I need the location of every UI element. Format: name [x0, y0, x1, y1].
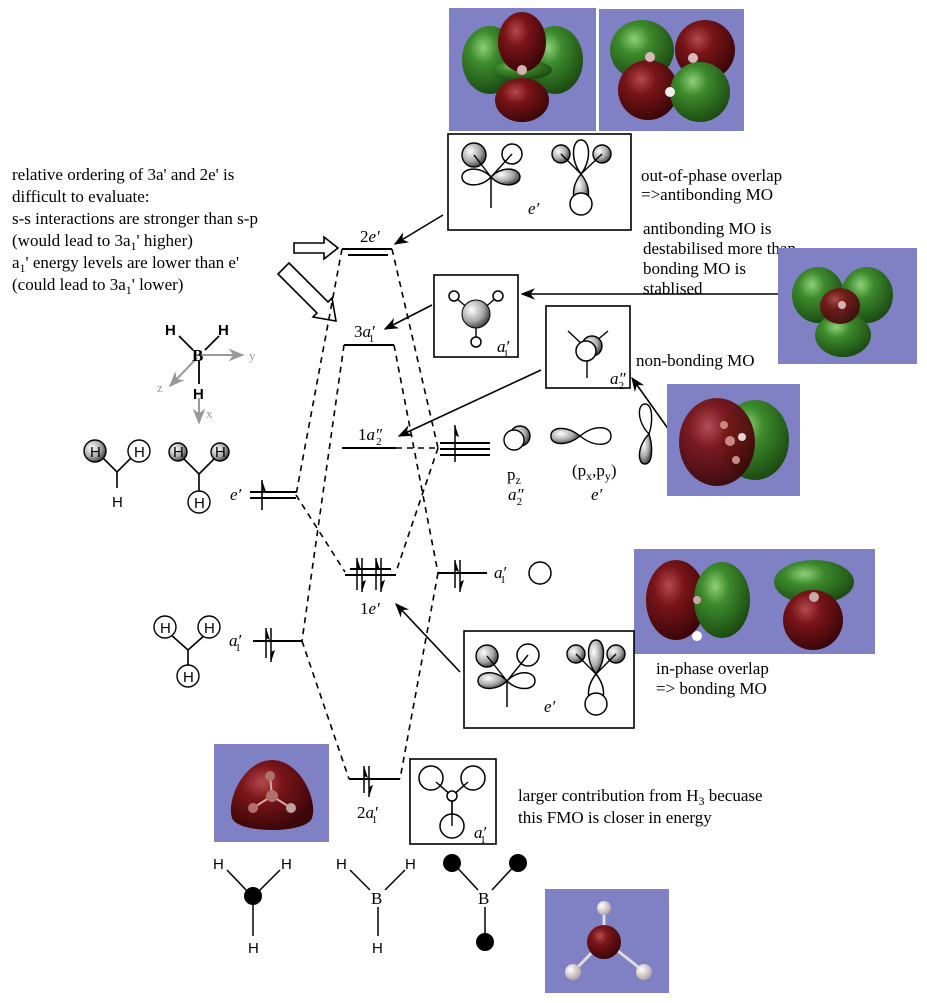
- in-phase-note: => bonding MO: [656, 679, 767, 698]
- b-s-orbital: [528, 561, 552, 585]
- pz-label: pz: [507, 465, 521, 487]
- fragment-b-orbitals: B: [443, 854, 527, 951]
- larger-contribution-note: this FMO is closer in energy: [518, 808, 712, 827]
- fragment-h3: H H H: [213, 856, 292, 957]
- atom-h: H: [90, 444, 101, 461]
- atom-h: H: [248, 940, 259, 957]
- b-pz-orbital: [503, 425, 531, 451]
- fmo-sym-label: e′: [528, 199, 540, 218]
- mo-render-3a1: [778, 248, 917, 364]
- axis-label-z: z: [157, 380, 163, 395]
- h3-a1-level: [253, 628, 302, 662]
- mo-render-a2: [667, 384, 800, 496]
- arrow-to-1e: [395, 602, 461, 673]
- arrow-to-2e: [393, 214, 444, 245]
- atom-h: H: [112, 494, 123, 511]
- atom-h: H: [405, 856, 416, 873]
- in-phase-note: in-phase overlap: [656, 659, 769, 678]
- b-px-orbital: [550, 427, 612, 445]
- out-of-phase-note: out-of-phase overlap: [641, 166, 782, 185]
- note-line: stablised: [643, 279, 703, 298]
- mo-render-2a1: [214, 744, 329, 842]
- note-line: a1' energy levels are lower than e': [12, 253, 239, 275]
- atom-h: H: [173, 444, 184, 461]
- mo-label-2e: 2e′: [360, 227, 380, 246]
- atom-h: H: [165, 322, 176, 339]
- atom-h: H: [204, 620, 215, 637]
- axis-label-x: x: [206, 406, 213, 421]
- axis-system: y z x H H B H: [157, 322, 256, 425]
- fmo-sym-label: a″2: [610, 369, 627, 392]
- mo-label-1e: 1e′: [360, 599, 380, 618]
- note-line: relative ordering of 3a' and 2e' is: [12, 165, 234, 184]
- fmo-box-a2: a″2: [545, 305, 631, 392]
- fragment-bh3: B H H H: [336, 856, 416, 957]
- note-line: difficult to evaluate:: [12, 187, 150, 206]
- atom-b: B: [478, 889, 489, 908]
- hollow-arrow-to-3a1: [276, 261, 337, 322]
- atom-b: B: [371, 889, 382, 908]
- fmo-box-a1-antibonding: a′1: [433, 274, 519, 360]
- atom-h: H: [194, 495, 205, 512]
- mo-render-2e-a: [449, 8, 596, 131]
- fmo-sym-label: a′1: [474, 823, 487, 846]
- mo-render-2e-b: [599, 9, 744, 131]
- atom-h: H: [213, 856, 224, 873]
- mo-render-1e: [634, 549, 875, 654]
- note-line: antibonding MO is: [643, 219, 771, 238]
- larger-contribution-note: larger contribution from H3 becuase: [518, 786, 763, 808]
- mo-level-2a1: [349, 766, 400, 797]
- arrow-to-1a2: [397, 369, 542, 437]
- mo-level-2e: [342, 248, 392, 256]
- atom-h: H: [336, 856, 347, 873]
- fmo-box-a1-bonding: a′1: [409, 758, 497, 846]
- atom-h: H: [372, 940, 383, 957]
- note-line: (could lead to 3a1' lower): [12, 275, 183, 297]
- mo-label-2a1: 2a′1: [357, 803, 378, 826]
- atom-h: H: [215, 444, 226, 461]
- note-line: destabilised more than: [643, 239, 796, 258]
- fmo-sym-label: a′1: [497, 337, 510, 360]
- antibonding-note: antibonding MO is destabilised more than…: [643, 219, 796, 298]
- atom-b: B: [192, 346, 203, 365]
- correlation-lines: [295, 248, 439, 780]
- h3-e-orbital-a: H H H: [83, 439, 151, 511]
- out-of-phase-note: =>antibonding MO: [641, 185, 773, 204]
- non-bonding-note: non-bonding MO: [636, 351, 755, 370]
- arrow-from-a2-render: [631, 376, 670, 431]
- ordering-note: relative ordering of 3a' and 2e' is diff…: [12, 165, 258, 297]
- axis-label-y: y: [249, 348, 256, 363]
- atom-h: H: [160, 620, 171, 637]
- b-s-level: [438, 560, 487, 592]
- atom-h: H: [134, 444, 145, 461]
- hollow-arrow-to-2e: [293, 235, 340, 261]
- h3-e-orbital-b: H H H: [168, 442, 230, 514]
- h3-a1-orbital: H H H: [153, 615, 221, 688]
- atom-h: H: [281, 856, 292, 873]
- pxpy-sym-label: e′: [591, 485, 603, 504]
- atom-h: H: [183, 669, 194, 686]
- note-line: s-s interactions are stronger than s-p: [12, 209, 258, 228]
- fmo-box-e-bonding: e′: [463, 630, 635, 729]
- note-line: bonding MO is: [643, 259, 746, 278]
- h3-e-level: [250, 480, 296, 510]
- fmo-sym-label: e′: [544, 697, 556, 716]
- fmo-box-e-antibonding: e′: [447, 133, 632, 231]
- mo-label-3a1: 3a′1: [354, 322, 375, 345]
- b-p-level: [440, 425, 490, 462]
- atom-h: H: [218, 322, 229, 339]
- pz-sym-label: a″2: [508, 485, 525, 508]
- pxpy-label: (px,py): [572, 461, 617, 483]
- arrow-to-3a1: [383, 304, 433, 330]
- mo-label-1a2: 1a″2: [358, 425, 383, 448]
- b-s-level-label: a′1: [494, 563, 507, 586]
- h3-a1-level-label: a′1: [229, 631, 242, 654]
- h3-e-level-label: e′: [230, 485, 242, 504]
- mo-render-bh3-molecule: [545, 889, 669, 993]
- atom-h: H: [193, 386, 204, 403]
- b-py-orbital: [638, 403, 653, 465]
- note-line: (would lead to 3a1' higher): [12, 231, 193, 253]
- mo-level-1e: [345, 558, 396, 592]
